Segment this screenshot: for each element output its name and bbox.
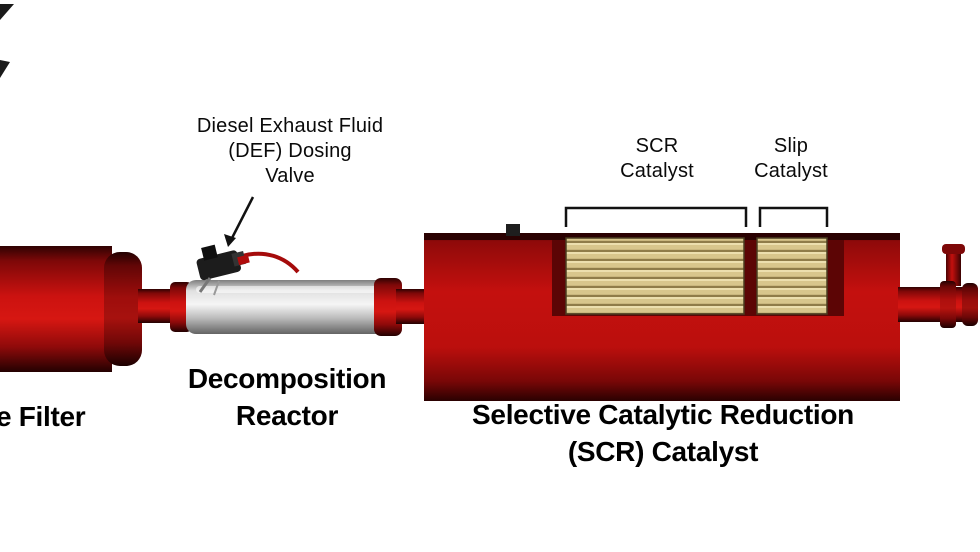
slip-catalyst-bracket: [758, 206, 829, 227]
cropped-edge-mark: [0, 4, 14, 20]
def-valve-annotation-line3: Valve: [265, 165, 315, 187]
annotation-lines: [224, 196, 829, 247]
slip-catalyst-block: [756, 237, 828, 315]
outlet-end-cap: [962, 283, 978, 326]
scr-catalyst-annotation-line2: Catalyst: [620, 160, 694, 182]
scr-caption-line2: (SCR) Catalyst: [567, 436, 759, 467]
reactor-body: [186, 280, 388, 334]
scr-caption-line1: Selective Catalytic Reduction: [472, 399, 854, 430]
outlet-clamp-shade: [940, 281, 956, 328]
cropped-edge-mark: [0, 60, 10, 78]
def-dosing-valve: [196, 244, 300, 296]
slip-catalyst-annotation-line2: Catalyst: [754, 160, 828, 182]
def-valve-annotation: Diesel Exhaust Fluid (DEF) Dosing Valve: [197, 114, 383, 189]
valve-spray-line: [213, 280, 220, 296]
def-valve-annotation-line2: (DEF) Dosing: [228, 140, 352, 162]
sensor-stub: [506, 224, 520, 236]
decomposition-reactor-caption: Decomposition Reactor: [187, 360, 387, 434]
cropped-edge-marks: [0, 4, 14, 78]
particulate-filter: [0, 246, 182, 372]
decomposition-reactor-caption-line1: Decomposition: [187, 363, 387, 394]
reactor-highlight: [196, 286, 378, 293]
valve-red-fitting: [237, 254, 250, 266]
valve-connector: [201, 244, 218, 261]
scr-catalyst-annotation: SCR Catalyst: [620, 134, 694, 184]
outlet-end-cap-shade: [962, 283, 978, 326]
slip-catalyst-annotation-line1: Slip: [773, 135, 809, 157]
def-valve-leader-arrowhead: [224, 234, 236, 247]
filter-body: [0, 246, 112, 372]
valve-spray-line: [198, 277, 212, 293]
outlet-stub: [946, 250, 961, 286]
outlet-stub-cap: [942, 244, 965, 254]
reactor-outlet-flange: [374, 278, 402, 336]
def-valve-leader-line: [229, 196, 255, 241]
def-supply-hose: [241, 251, 300, 274]
decomposition-reactor-tube: [170, 278, 430, 336]
outlet-clamp: [940, 281, 956, 328]
scr-catalyst-bracket: [564, 206, 748, 227]
decomposition-reactor-caption-line2: Reactor: [235, 400, 339, 431]
slip-catalyst-annotation: Slip Catalyst: [754, 134, 828, 184]
scr-housing: [424, 224, 900, 401]
filter-end-cap: [104, 252, 142, 366]
filter-end-cap-shade: [104, 252, 142, 366]
scr-caption: Selective Catalytic Reduction (SCR) Cata…: [472, 396, 854, 470]
scr-catalyst-annotation-line1: SCR: [635, 135, 679, 157]
def-valve-annotation-line1: Diesel Exhaust Fluid: [196, 115, 384, 137]
scr-catalyst-block: [565, 237, 745, 315]
filter-caption: e Filter: [0, 401, 86, 432]
outlet-pipe-assembly: [898, 244, 978, 328]
scr-housing-top-edge: [424, 233, 900, 240]
outlet-pipe: [898, 287, 970, 322]
